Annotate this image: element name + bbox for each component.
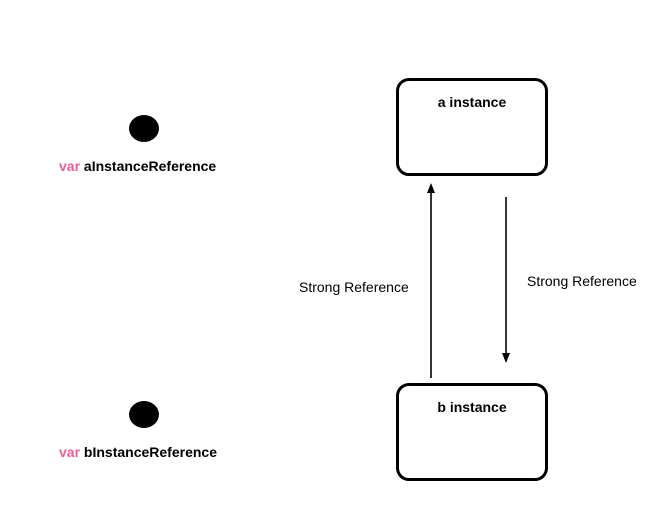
node-b-title: b instance: [437, 399, 507, 415]
variable-b-label: var bInstanceReference: [59, 444, 217, 460]
edge-label-b-to-a: Strong Reference: [299, 279, 409, 295]
variable-a-name: aInstanceReference: [83, 158, 217, 174]
edge-label-a-to-b: Strong Reference: [527, 273, 637, 289]
node-b-instance: b instance: [396, 383, 548, 481]
variable-a-dot: [129, 115, 159, 142]
variable-b-keyword: var: [59, 444, 81, 460]
variable-b-name: bInstanceReference: [83, 444, 217, 460]
variable-a-keyword: var: [59, 158, 81, 174]
node-a-title: a instance: [437, 94, 507, 110]
node-a-instance: a instance: [396, 78, 548, 176]
variable-b-dot: [129, 401, 159, 428]
variable-a-label: var aInstanceReference: [59, 158, 216, 174]
